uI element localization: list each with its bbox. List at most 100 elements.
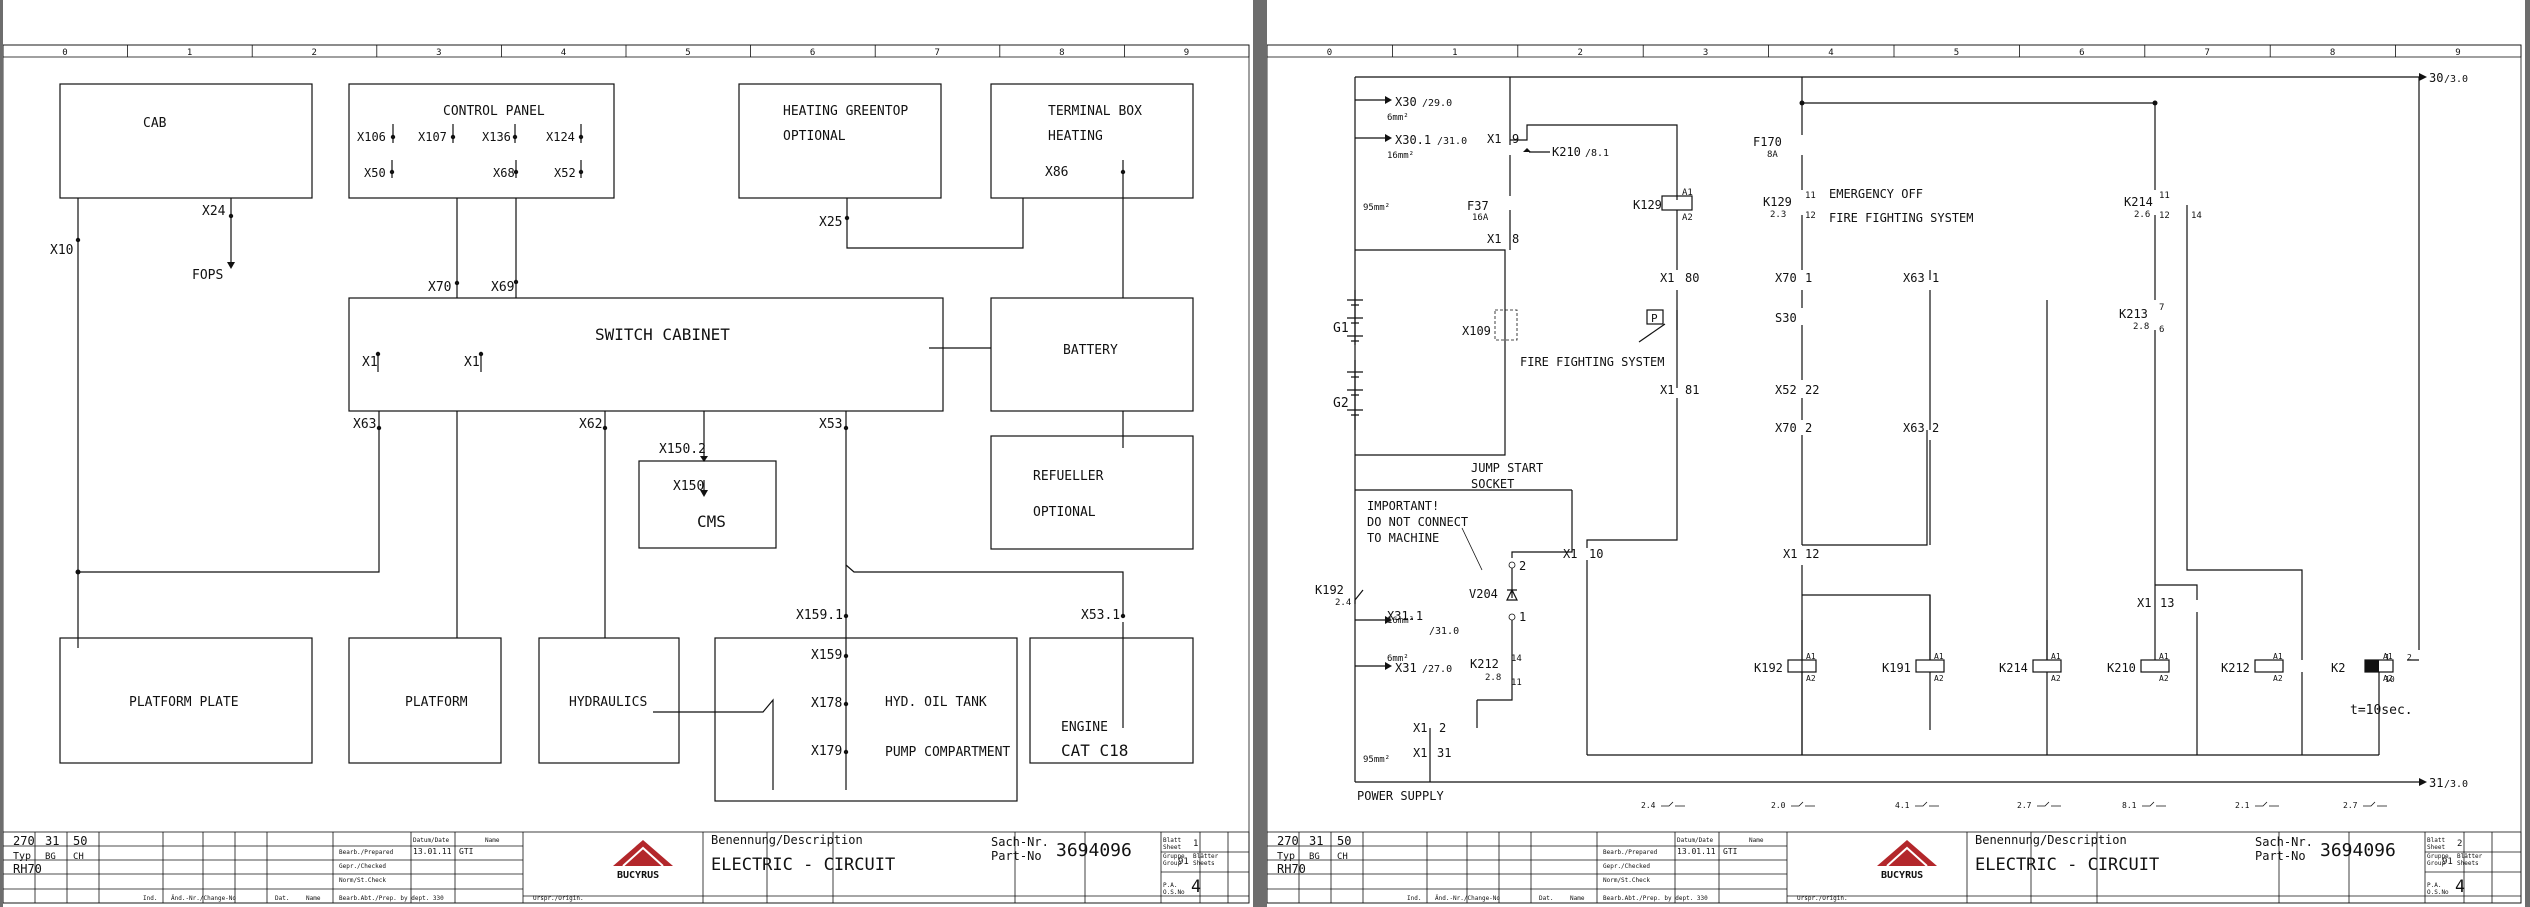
x31-1-ref: /31.0 — [1429, 626, 1459, 637]
cms-block — [638, 460, 777, 549]
k213-contact-label: K213 — [2119, 307, 2148, 321]
tb-name: Name — [1570, 895, 1585, 902]
cross-ref: 2.0 — [1771, 801, 1786, 810]
bucyrus-logo: BUCYRUS — [1877, 840, 1937, 881]
control-panel-label: CONTROL PANEL — [443, 104, 545, 119]
tb-code3: 50 — [73, 834, 87, 848]
x63-2-label: X63 — [1903, 421, 1925, 435]
connector-x159: X159 — [811, 648, 842, 663]
wire-16mm-b: 16mm² — [1387, 616, 1414, 626]
terminal-box-block — [990, 83, 1194, 199]
important-label: IMPORTANT! — [1367, 499, 1439, 513]
tb-name2: Name — [485, 837, 500, 844]
battery-label: BATTERY — [1063, 343, 1118, 358]
rail-30-label: 30 — [2429, 71, 2443, 85]
connector-x86: X86 — [1045, 165, 1068, 180]
tb-group-number: 91 — [1178, 857, 1189, 867]
fuse-f170-amp: 8A — [1767, 150, 1778, 160]
ruler-number: 0 — [62, 48, 67, 58]
tb-code3: 50 — [1337, 834, 1351, 848]
hyd-oil-tank-block — [714, 637, 1018, 802]
connector-x1-a: X1 — [362, 355, 378, 370]
x1-31-pin: 31 — [1437, 746, 1451, 760]
k212-pin14: 14 — [1511, 654, 1522, 664]
x1-31-label: X1 — [1413, 746, 1427, 760]
refueller-label: REFUELLER — [1033, 469, 1104, 484]
emergency-off-label: EMERGENCY OFF — [1829, 187, 1923, 201]
connector-x1-b: X1 — [464, 355, 480, 370]
tb-gruppe: Gruppe — [2427, 853, 2449, 860]
wire-95mm-b: 95mm² — [1363, 755, 1390, 765]
ruler-number: 9 — [1184, 48, 1189, 58]
tb-date: 13.01.11 — [413, 847, 452, 856]
k212-contact-ref: 2.8 — [1485, 673, 1501, 683]
x1-80-label: X1 — [1660, 271, 1674, 285]
x52-22-pin: 22 — [1805, 383, 1819, 397]
coil-a2: A2 — [2273, 674, 2283, 683]
jump-start-label: JUMP START — [1471, 461, 1543, 475]
refueller-block — [990, 435, 1194, 550]
wire-6mm-b: 6mm² — [1387, 654, 1409, 664]
tb-prepared: Bearb./Prepared — [339, 849, 394, 856]
coil-a2: A2 — [1806, 674, 1816, 683]
connector-x52: X52 — [554, 166, 576, 180]
engine-model-label: CAT C18 — [1061, 741, 1128, 760]
x1-9-label: X1 — [1487, 132, 1501, 146]
coil-k214 — [2032, 659, 2062, 673]
ruler-number: 8 — [2330, 48, 2335, 58]
cross-ref: 2.7 — [2343, 801, 2358, 810]
tb-group-number: 91 — [2442, 857, 2453, 867]
hyd-oil-tank-label: HYD. OIL TANK — [885, 695, 987, 710]
tb-pa: P.A. — [1163, 882, 1177, 889]
tb-osno: O.S.No — [2427, 889, 2449, 896]
coil-k214-label: K214 — [1999, 661, 2028, 675]
connector-x136: X136 — [482, 130, 511, 144]
connector-x178: X178 — [811, 696, 842, 711]
x1-9-pin: 9 — [1512, 132, 1519, 146]
tb-initials: GTI — [1723, 847, 1738, 856]
timer-pin10: 10 — [2385, 675, 2395, 684]
x31-1-label: X31.1 — [1387, 609, 1423, 623]
x31-label: X31 — [1395, 661, 1417, 675]
tb-ind: Ind. — [143, 895, 157, 902]
x63-2-pin: 2 — [1932, 421, 1939, 435]
x1-81-label: X1 — [1660, 383, 1674, 397]
rail-30-ref: /3.0 — [2444, 74, 2468, 85]
tb-model: RH70 — [13, 862, 42, 876]
x1-12-label: X1 — [1783, 547, 1797, 561]
tb-checked: Gepr./Checked — [339, 863, 386, 870]
cross-ref: 2.1 — [2235, 801, 2250, 810]
tb-blaetter: Blätter — [2457, 853, 2483, 860]
k210-arrow-label: K210 — [1552, 145, 1581, 159]
connector-x150-2: X150.2 — [659, 442, 706, 457]
tb-gruppe: Gruppe — [1163, 853, 1185, 860]
x1-13-label: X1 — [2137, 596, 2151, 610]
cross-ref: 2.7 — [2017, 801, 2032, 810]
fops-label: FOPS — [192, 268, 223, 283]
coil-k191-label: K191 — [1882, 661, 1911, 675]
k210-arrow-ref: /8.1 — [1585, 148, 1609, 159]
tb-typ2: CH — [73, 852, 84, 862]
platform-plate-label: PLATFORM PLATE — [129, 695, 239, 710]
tb-prepared: Bearb./Prepared — [1603, 849, 1658, 856]
connector-x50: X50 — [364, 166, 386, 180]
coil-a1: A1 — [2273, 652, 2283, 661]
do-not-connect-label: DO NOT CONNECT — [1367, 515, 1468, 529]
tb-date: 13.01.11 — [1677, 847, 1716, 856]
tb-description: ELECTRIC - CIRCUIT — [711, 855, 895, 875]
tb-name2: Name — [1749, 837, 1764, 844]
tb-datum: Datum/Date — [1677, 837, 1714, 844]
x1-2-pin: 2 — [1439, 721, 1446, 735]
k129-coil — [1661, 195, 1693, 211]
tb-sheets: Sheets — [2457, 860, 2479, 867]
pressure-switch-p: P — [1651, 312, 1658, 325]
tb-code2: 31 — [1309, 834, 1323, 848]
tb-typ2: CH — [1337, 852, 1348, 862]
fuse-f170-label: F170 — [1753, 135, 1782, 149]
x70-1-label: X70 — [1775, 271, 1797, 285]
cab-block — [59, 83, 313, 199]
ruler-number: 9 — [2455, 48, 2460, 58]
